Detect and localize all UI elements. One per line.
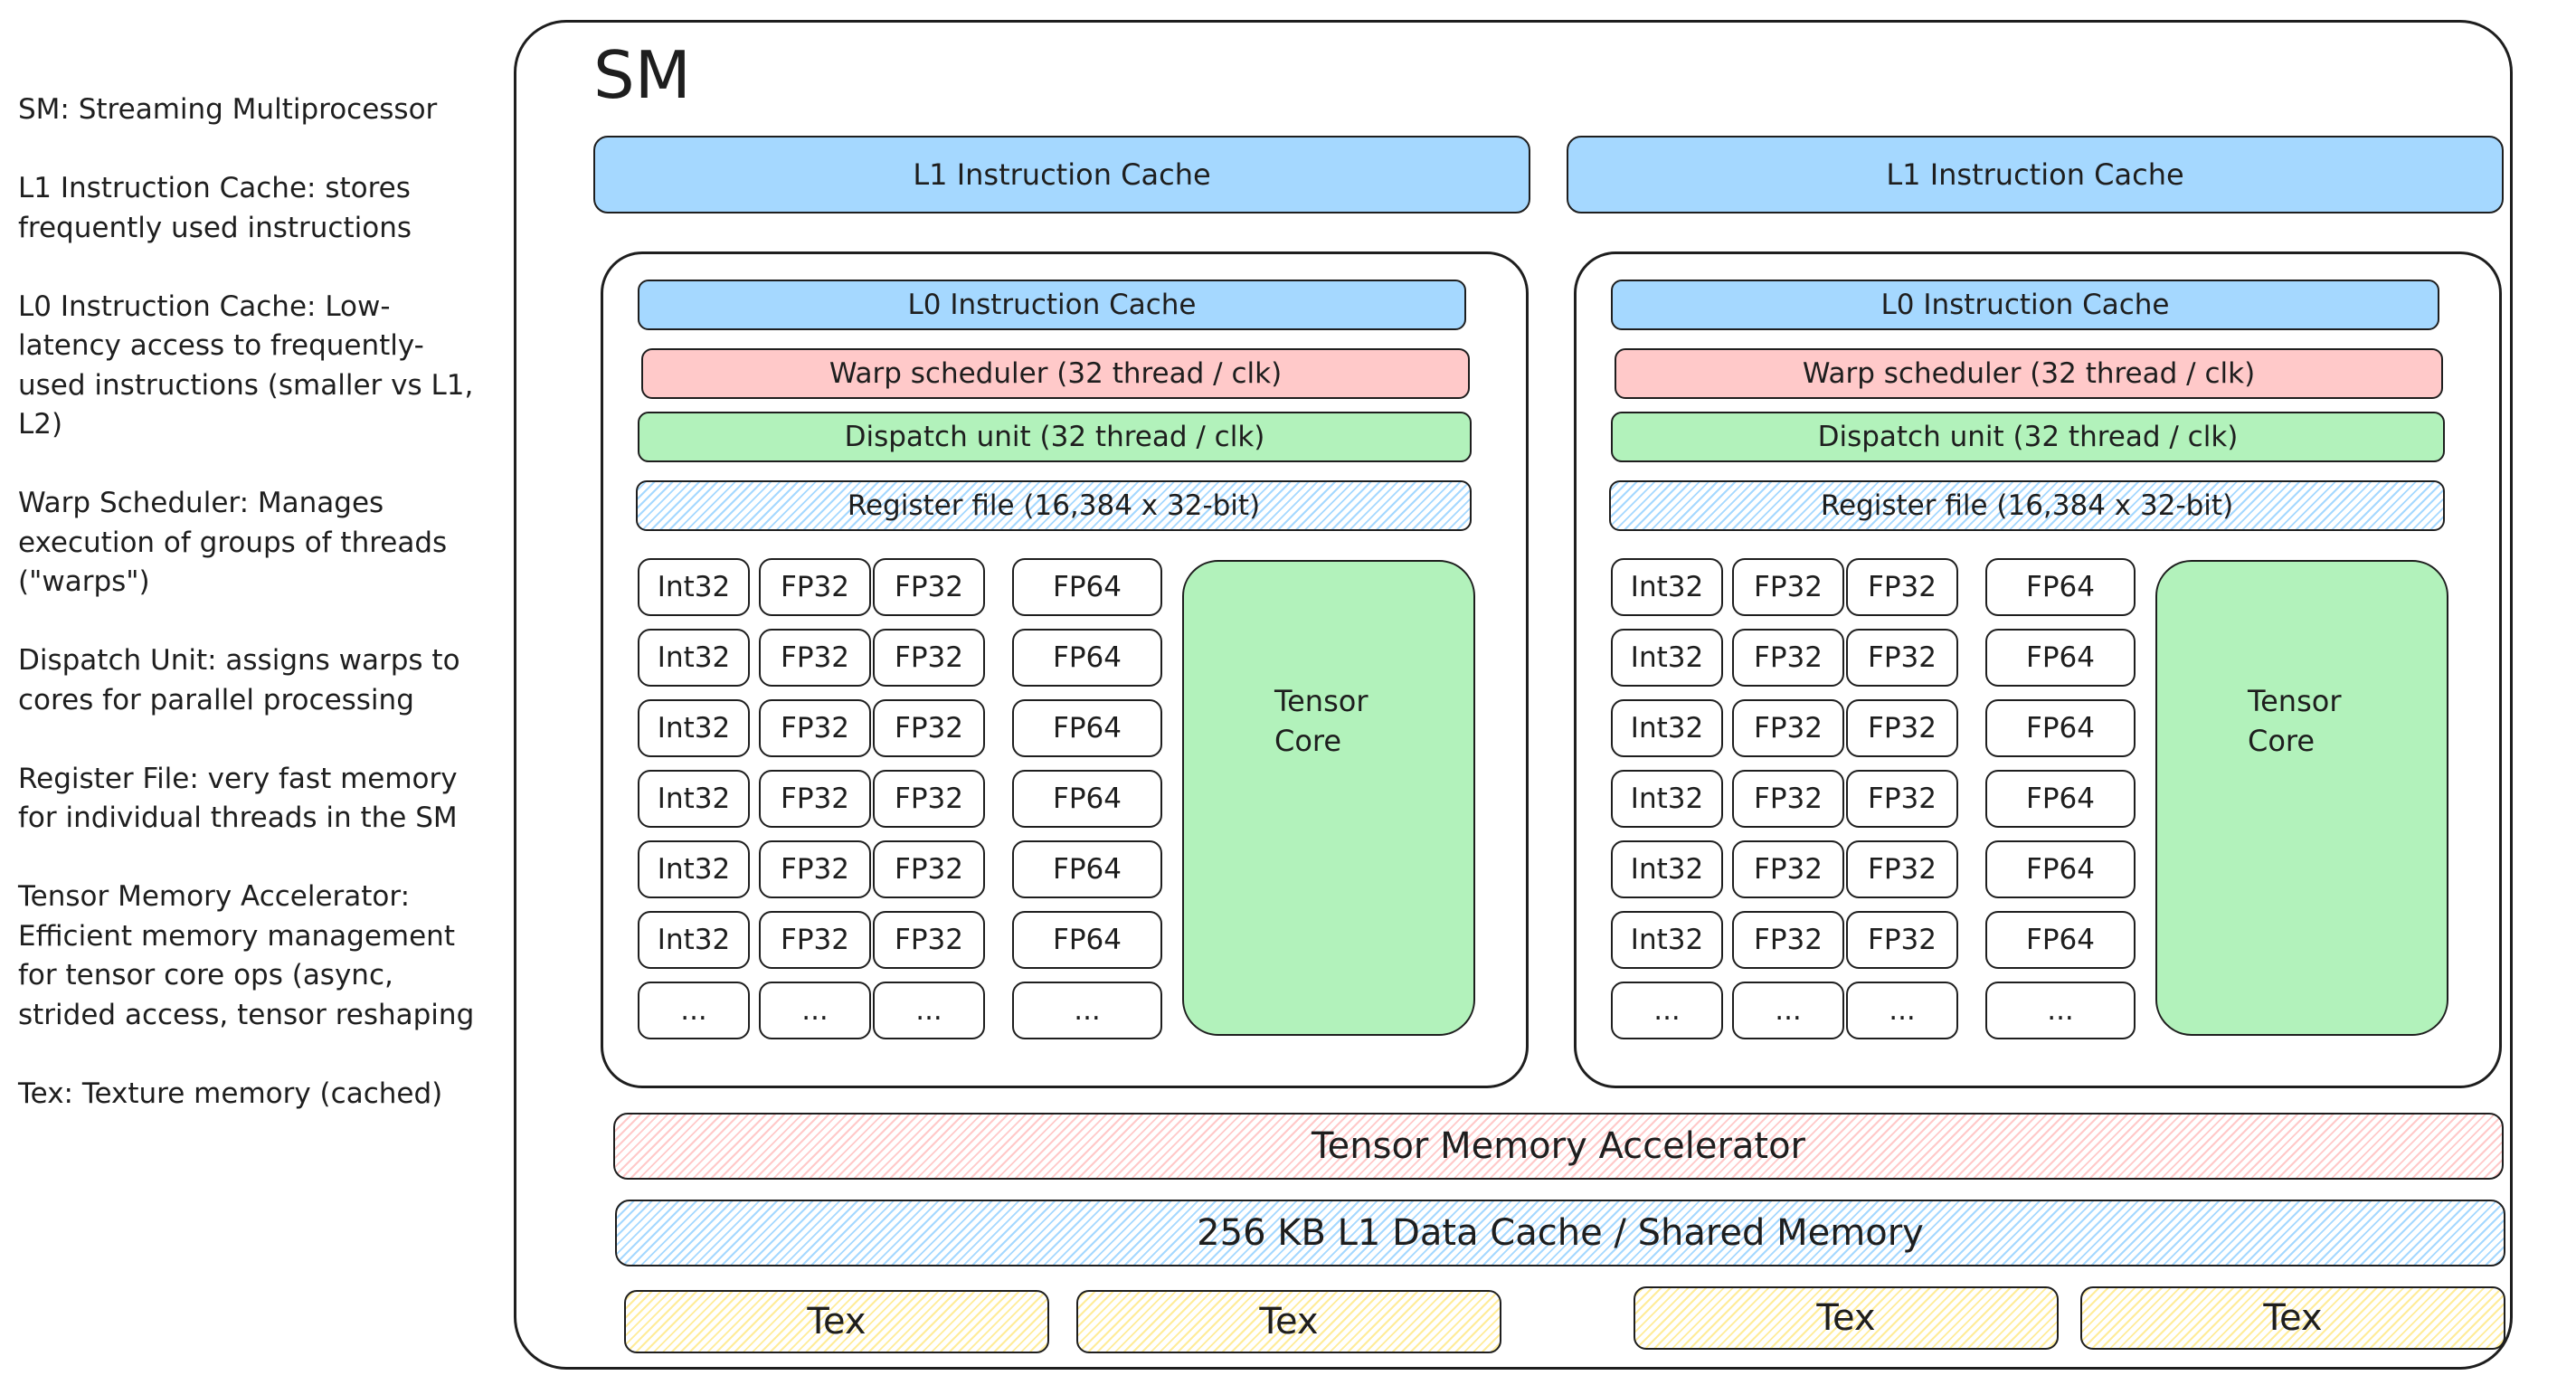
warp-scheduler: Warp scheduler (32 thread / clk) (641, 348, 1470, 399)
tex-unit-2: Tex (1076, 1290, 1501, 1353)
notes-panel: SM: Streaming Multiprocessor L1 Instruct… (18, 90, 488, 1153)
note-l1-cache: L1 Instruction Cache: stores frequently … (18, 172, 412, 244)
core-unit-fp32-a: FP32 (759, 770, 871, 828)
tex-unit-3: Tex (1634, 1286, 2059, 1350)
core-unit-int32: Int32 (1611, 699, 1723, 757)
core-unit-fp32-b: FP32 (1846, 840, 1958, 898)
core-unit-fp32-b: FP32 (873, 699, 985, 757)
core-unit-fp32-a: ... (759, 982, 871, 1039)
core-unit-int32: Int32 (638, 629, 750, 687)
register-file: Register file (16,384 x 32-bit) (1609, 480, 2445, 531)
core-unit-fp32-b: FP32 (1846, 629, 1958, 687)
core-unit-fp32-b: FP32 (1846, 558, 1958, 616)
sm-title: SM (593, 37, 691, 113)
core-unit-fp64: FP64 (1985, 699, 2136, 757)
core-unit-fp32-b: FP32 (873, 840, 985, 898)
core-unit-fp32-a: FP32 (1732, 629, 1844, 687)
core-unit-int32: Int32 (1611, 770, 1723, 828)
tensor-core-label: Tensor Core (2248, 684, 2342, 758)
note-register-file: Register File: very fast memory for indi… (18, 762, 458, 835)
core-unit-int32: Int32 (1611, 840, 1723, 898)
note-sm: SM: Streaming Multiprocessor (18, 93, 438, 126)
core-unit-fp32-a: FP32 (1732, 770, 1844, 828)
note-tex: Tex: Texture memory (cached) (18, 1077, 443, 1110)
core-unit-fp32-b: ... (1846, 982, 1958, 1039)
core-unit-fp32-a: FP32 (759, 629, 871, 687)
core-unit-fp32-b: FP32 (873, 911, 985, 969)
l1-data-cache-shared-memory: 256 KB L1 Data Cache / Shared Memory (615, 1200, 2505, 1266)
core-unit-fp64: FP64 (1012, 558, 1162, 616)
core-unit-fp32-a: FP32 (1732, 558, 1844, 616)
core-unit-int32: ... (1611, 982, 1723, 1039)
core-unit-fp32-a: FP32 (759, 699, 871, 757)
core-unit-fp64: FP64 (1012, 840, 1162, 898)
core-unit-fp32-a: ... (1732, 982, 1844, 1039)
core-unit-int32: Int32 (1611, 911, 1723, 969)
core-unit-fp64: ... (1012, 982, 1162, 1039)
core-unit-fp64: FP64 (1985, 911, 2136, 969)
core-unit-int32: Int32 (1611, 558, 1723, 616)
core-unit-int32: Int32 (638, 770, 750, 828)
dispatch-unit: Dispatch unit (32 thread / clk) (638, 412, 1472, 462)
l1-instruction-cache-left: L1 Instruction Cache (593, 136, 1530, 213)
core-unit-fp64: FP64 (1985, 840, 2136, 898)
core-unit-fp64: FP64 (1012, 629, 1162, 687)
sm-container (514, 20, 2513, 1370)
core-unit-fp64: FP64 (1012, 911, 1162, 969)
l1-instruction-cache-right: L1 Instruction Cache (1567, 136, 2504, 213)
core-unit-fp32-a: FP32 (1732, 699, 1844, 757)
tex-unit-1: Tex (624, 1290, 1049, 1353)
tex-unit-4: Tex (2080, 1286, 2505, 1350)
core-unit-fp64: FP64 (1985, 629, 2136, 687)
note-warp-scheduler: Warp Scheduler: Manages execution of gro… (18, 487, 448, 598)
core-unit-fp32-b: FP32 (873, 558, 985, 616)
core-unit-int32: Int32 (638, 699, 750, 757)
core-unit-fp32-a: FP32 (759, 558, 871, 616)
core-unit-fp64: FP64 (1012, 770, 1162, 828)
core-unit-int32: Int32 (638, 840, 750, 898)
l0-instruction-cache: L0 Instruction Cache (638, 280, 1466, 330)
core-unit-fp32-b: FP32 (1846, 911, 1958, 969)
core-unit-fp32-b: ... (873, 982, 985, 1039)
core-unit-fp32-a: FP32 (1732, 911, 1844, 969)
note-tensor-memory-accelerator: Tensor Memory Accelerator: Efficient mem… (18, 880, 475, 1031)
core-unit-fp32-b: FP32 (1846, 770, 1958, 828)
core-unit-fp32-b: FP32 (873, 770, 985, 828)
core-unit-int32: ... (638, 982, 750, 1039)
note-dispatch-unit: Dispatch Unit: assigns warps to cores fo… (18, 644, 460, 716)
core-unit-fp32-a: FP32 (759, 911, 871, 969)
core-unit-fp64: FP64 (1985, 558, 2136, 616)
core-unit-fp32-b: FP32 (873, 629, 985, 687)
tensor-core: Tensor Core (1182, 560, 1475, 1036)
dispatch-unit: Dispatch unit (32 thread / clk) (1611, 412, 2445, 462)
tensor-core-label: Tensor Core (1274, 684, 1368, 758)
core-unit-fp32-a: FP32 (1732, 840, 1844, 898)
core-unit-int32: Int32 (1611, 629, 1723, 687)
core-unit-fp64: ... (1985, 982, 2136, 1039)
core-unit-int32: Int32 (638, 911, 750, 969)
warp-scheduler: Warp scheduler (32 thread / clk) (1615, 348, 2443, 399)
core-unit-fp32-b: FP32 (1846, 699, 1958, 757)
core-unit-int32: Int32 (638, 558, 750, 616)
register-file: Register file (16,384 x 32-bit) (636, 480, 1472, 531)
tensor-core: Tensor Core (2155, 560, 2448, 1036)
core-unit-fp32-a: FP32 (759, 840, 871, 898)
core-unit-fp64: FP64 (1012, 699, 1162, 757)
l0-instruction-cache: L0 Instruction Cache (1611, 280, 2439, 330)
note-l0-cache: L0 Instruction Cache: Low-latency access… (18, 289, 474, 441)
core-unit-fp64: FP64 (1985, 770, 2136, 828)
tensor-memory-accelerator: Tensor Memory Accelerator (613, 1113, 2504, 1180)
